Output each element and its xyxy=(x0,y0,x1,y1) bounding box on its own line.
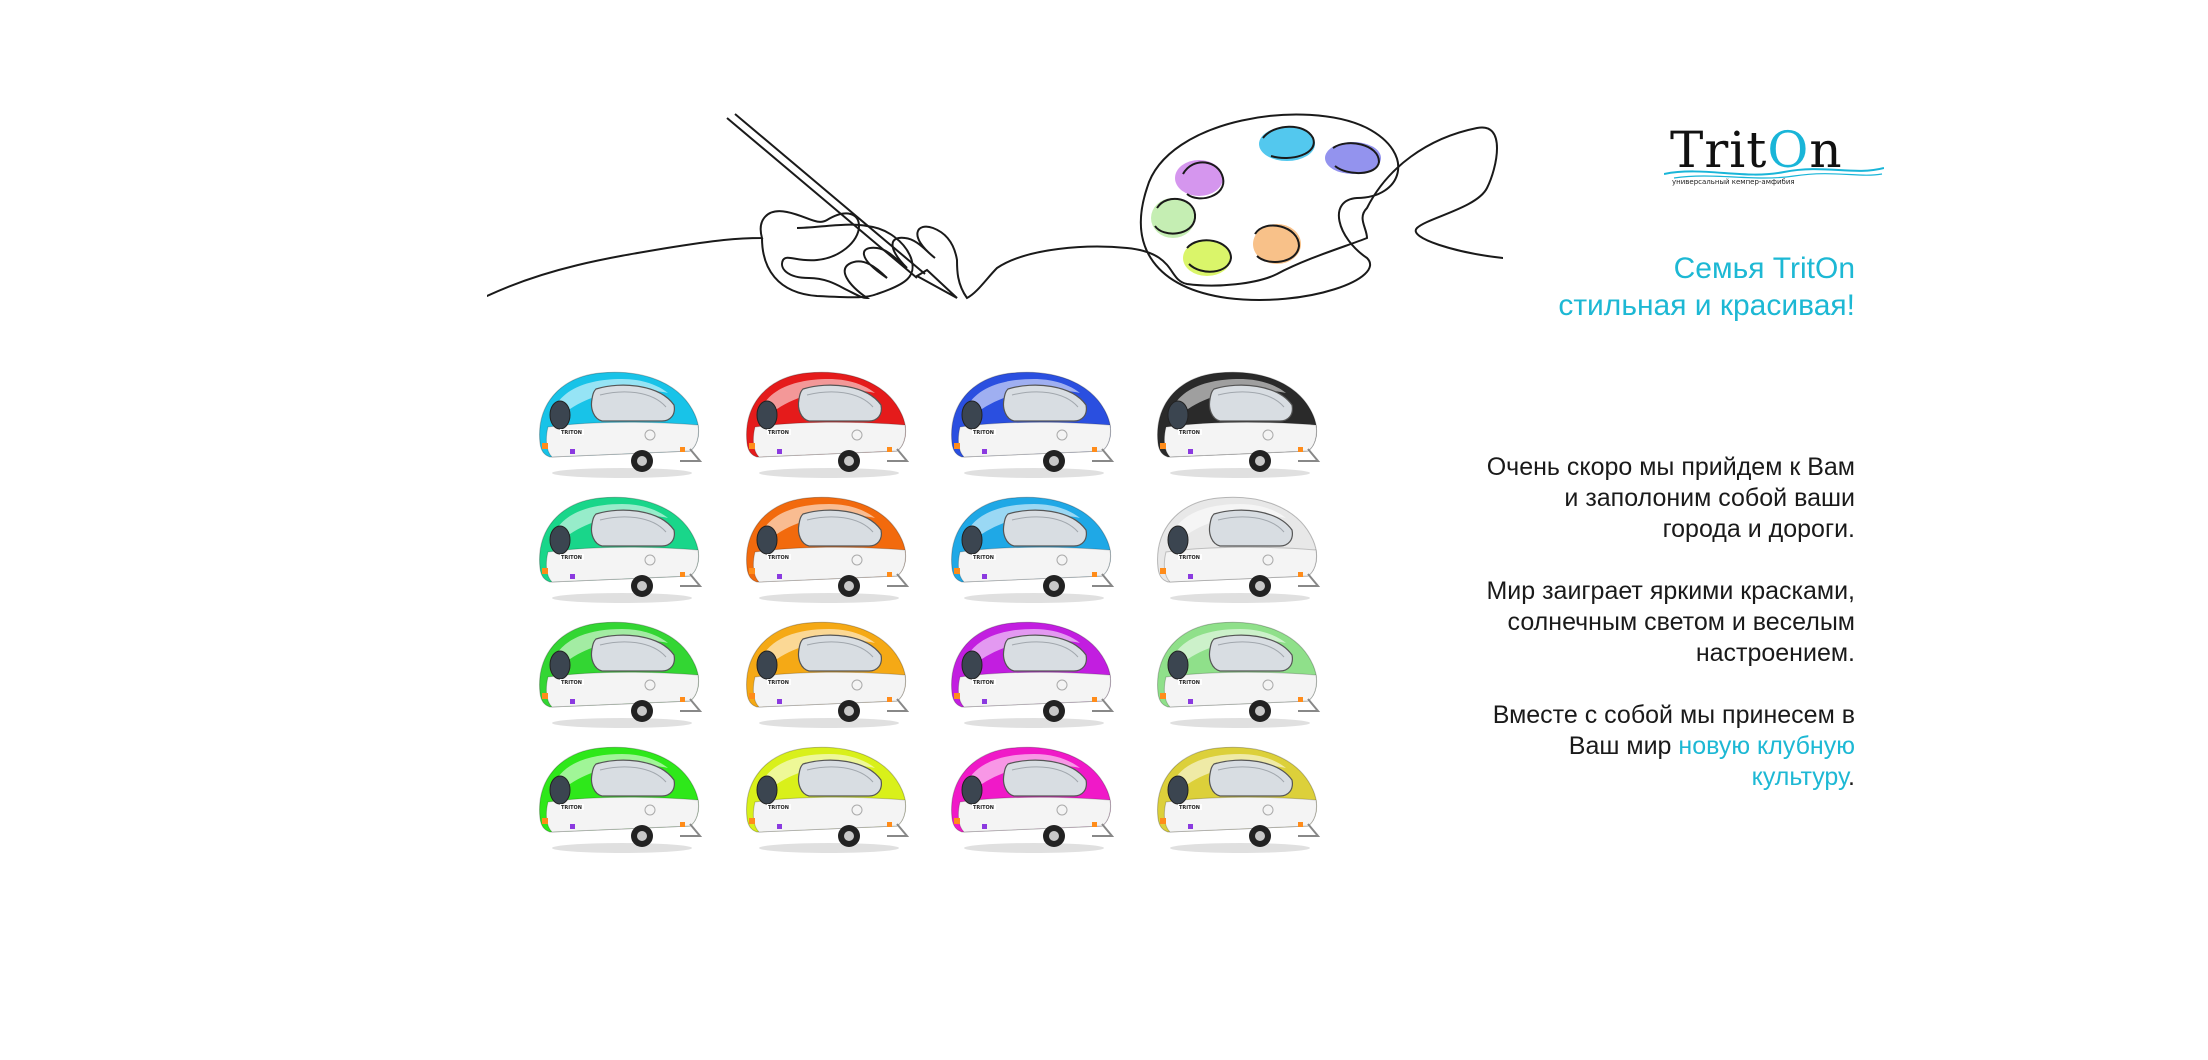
caravan-sky-blue: TRITON xyxy=(951,496,1115,603)
logo-wordmark: TritOn xyxy=(1670,120,1843,180)
svg-text:TRITON: TRITON xyxy=(1179,555,1200,561)
palette-outline xyxy=(1139,113,1400,301)
paragraph-1-line-2: и заполоним собой ваши xyxy=(1564,484,1855,512)
caravan-black: TRITON xyxy=(1157,371,1321,478)
logo-word-o: O xyxy=(1767,121,1810,179)
caravan-orange: TRITON xyxy=(746,496,910,603)
caravan-light-green: TRITON xyxy=(1157,621,1321,728)
caravan-purple: TRITON xyxy=(951,621,1115,728)
paint-blob-green xyxy=(1151,198,1195,238)
caravan-cyan: TRITON xyxy=(539,371,703,478)
paragraph-3-line-3: культуру. xyxy=(1486,762,1855,793)
logo-word-start: Trit xyxy=(1670,121,1768,179)
headline-line-1: Семья TritOn xyxy=(1673,252,1855,285)
caravan-magenta: TRITON xyxy=(951,746,1115,853)
paragraph-1: Очень скоро мы прийдем к Вам и заполоним… xyxy=(1486,452,1855,545)
svg-text:TRITON: TRITON xyxy=(561,430,582,436)
hand-painting-sketch xyxy=(487,113,1503,301)
paint-blob-purple xyxy=(1175,160,1223,196)
brush-handle xyxy=(726,117,918,279)
caravan-red: TRITON xyxy=(746,371,910,478)
paragraph-3-suffix: . xyxy=(1848,763,1855,791)
headline-line-2: стильная и красивая! xyxy=(1558,289,1855,322)
body-text: Очень скоро мы прийдем к Вам и заполоним… xyxy=(1486,452,1855,824)
caravan-blue: TRITON xyxy=(951,371,1115,478)
svg-text:TRITON: TRITON xyxy=(768,805,789,811)
headline: Семья TritOn стильная и красивая! xyxy=(1558,250,1855,324)
svg-text:TRITON: TRITON xyxy=(561,555,582,561)
triton-logo: TritOn универсальный кемпер-амфибия xyxy=(1664,120,1884,190)
svg-text:TRITON: TRITON xyxy=(768,430,789,436)
caravan-gold: TRITON xyxy=(1157,746,1321,853)
caravan-lime-green: TRITON xyxy=(539,746,703,853)
paragraph-1-line-3: города и дороги. xyxy=(1662,515,1855,543)
paragraph-3-line-2: Ваш мир новую клубную xyxy=(1486,731,1855,762)
svg-text:TRITON: TRITON xyxy=(973,805,994,811)
caravan-white: TRITON xyxy=(1157,496,1321,603)
sketch-line xyxy=(487,126,1503,300)
svg-text:TRITON: TRITON xyxy=(973,680,994,686)
paragraph-2-line-3: настроением. xyxy=(1695,639,1855,667)
caravan-color-grid: TRITON TRITON TRITON TRITON TRITON TRITON TRIT… xyxy=(530,365,1350,875)
svg-text:TRITON: TRITON xyxy=(561,680,582,686)
logo-word-end: n xyxy=(1809,121,1843,179)
svg-text:TRITON: TRITON xyxy=(768,680,789,686)
svg-text:TRITON: TRITON xyxy=(768,555,789,561)
svg-text:TRITON: TRITON xyxy=(1179,680,1200,686)
paragraph-2-line-1: Мир заиграет яркими красками, xyxy=(1486,577,1855,605)
paint-blob-cyan xyxy=(1259,127,1315,161)
paragraph-2: Мир заиграет яркими красками, солнечным … xyxy=(1486,576,1855,669)
svg-text:TRITON: TRITON xyxy=(561,805,582,811)
caravan-green: TRITON xyxy=(539,621,703,728)
svg-text:TRITON: TRITON xyxy=(973,430,994,436)
paragraph-3-prefix: Ваш мир xyxy=(1568,732,1679,760)
caravan-yellow-lime: TRITON xyxy=(746,746,910,853)
paint-blob-blue xyxy=(1325,142,1381,174)
paragraph-1-line-1: Очень скоро мы прийдем к Вам xyxy=(1486,453,1855,481)
svg-text:TRITON: TRITON xyxy=(973,555,994,561)
paint-blob-orange xyxy=(1253,224,1301,264)
paragraph-2-line-2: солнечным светом и веселым xyxy=(1507,608,1855,636)
paragraph-3: Вместе с собой мы принесем в Ваш мир нов… xyxy=(1486,700,1855,793)
paragraph-3-line-1: Вместе с собой мы принесем в xyxy=(1492,701,1855,729)
caravan-teal-green: TRITON xyxy=(539,496,703,603)
brush-tip xyxy=(914,268,958,299)
paragraph-3-accent-1: новую клубную xyxy=(1678,732,1855,760)
paint-blob-lime xyxy=(1183,240,1231,276)
hand-outline xyxy=(761,223,914,299)
logo-wave xyxy=(1664,167,1884,179)
svg-text:TRITON: TRITON xyxy=(1179,430,1200,436)
paragraph-3-accent-2: культуру xyxy=(1751,763,1849,791)
svg-text:TRITON: TRITON xyxy=(1179,805,1200,811)
logo-tagline: универсальный кемпер-амфибия xyxy=(1672,178,1795,186)
caravan-amber: TRITON xyxy=(746,621,910,728)
